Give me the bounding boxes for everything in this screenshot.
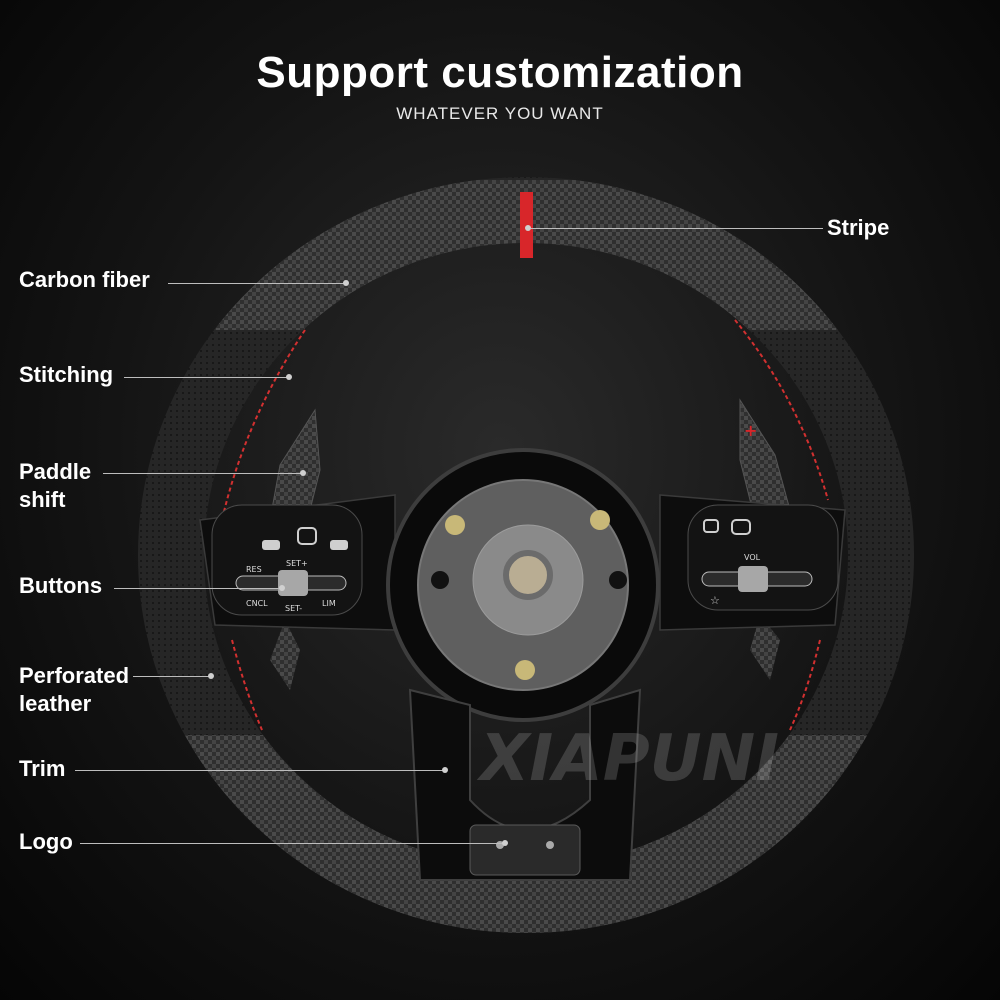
leader-perforated-leather	[133, 676, 211, 677]
rim-carbon-bottom	[184, 735, 868, 933]
btn-res-label: RES	[246, 565, 262, 574]
callout-perforated-leather: Perforated leather	[19, 662, 129, 718]
leader-paddle-shift	[103, 473, 303, 474]
callout-logo: Logo	[19, 829, 73, 854]
paddle-left-lower	[270, 620, 300, 690]
right-btn-home	[703, 519, 719, 533]
btn-vol-label: VOL	[744, 553, 761, 562]
stitching-lower-right	[789, 639, 821, 731]
page-title: Support customization	[256, 48, 744, 97]
callout-paddle-shift: Paddle shift	[19, 458, 91, 514]
stitching-lower-left	[231, 639, 263, 731]
leader-stitching	[124, 377, 289, 378]
hub-bolt-2	[590, 510, 610, 530]
callout-paddle-line2: shift	[19, 487, 66, 512]
leader-logo	[80, 843, 505, 844]
callout-buttons: Buttons	[19, 573, 103, 598]
hub-bolt-3	[515, 660, 535, 680]
right-btn-sel	[731, 519, 751, 535]
callout-perforated-line1: Perforated	[19, 663, 130, 688]
btn-setplus-label: SET+	[286, 559, 308, 568]
leader-carbon-fiber	[168, 283, 346, 284]
left-btn-home	[297, 527, 317, 545]
dot-stripe	[525, 225, 531, 231]
left-btn-sel	[330, 540, 348, 550]
logo-mount	[469, 824, 581, 876]
stitching-right	[734, 319, 829, 501]
btn-lim-label: LIM	[322, 599, 336, 608]
svg-text:+: +	[744, 421, 757, 440]
callout-stitching: Stitching	[19, 362, 114, 387]
dot-buttons	[279, 585, 285, 591]
hub-hole-1	[431, 571, 449, 589]
dot-carbon-fiber	[343, 280, 349, 286]
dot-stitching	[286, 374, 292, 380]
btn-setminus-label: SET-	[285, 604, 302, 613]
callout-perforated-line2: leather	[19, 691, 92, 716]
callout-carbon-fiber: Carbon fiber	[19, 267, 150, 292]
hub-boss	[503, 550, 553, 600]
callout-stripe: Stripe	[827, 215, 890, 240]
left-cruise-knob	[278, 570, 308, 596]
stitching-left	[221, 329, 306, 521]
hub-hole-2	[609, 571, 627, 589]
callout-paddle-line1: Paddle	[19, 459, 92, 484]
dot-perforated-leather	[208, 673, 214, 679]
hub-bolt-1	[445, 515, 465, 535]
leader-buttons	[114, 588, 282, 589]
leader-stripe	[531, 228, 823, 229]
right-vol-knob	[738, 566, 768, 592]
dot-logo	[502, 840, 508, 846]
dot-trim	[442, 767, 448, 773]
left-btn-back	[262, 540, 280, 550]
leader-trim	[75, 770, 445, 771]
dot-paddle-shift	[300, 470, 306, 476]
callout-trim: Trim	[19, 756, 66, 781]
svg-text:☆: ☆	[710, 594, 720, 607]
paddle-right-lower	[750, 615, 780, 680]
page-subtitle: WHATEVER YOU WANT	[396, 104, 604, 123]
btn-cncl-label: CNCL	[246, 599, 268, 608]
watermark: XIAPUNI	[476, 722, 779, 796]
